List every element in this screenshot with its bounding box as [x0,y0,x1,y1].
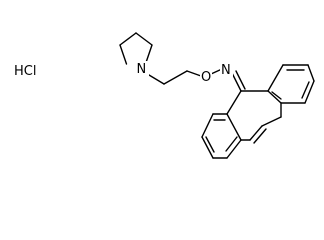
structure-diagram: N O N HCl [14,32,315,159]
bond [304,80,315,104]
bond [205,136,215,153]
bond [253,128,267,144]
bond [226,139,242,159]
bond [267,90,282,104]
atom-label-n-pyrrolidine: N [137,62,147,77]
bond [271,91,282,100]
bond [225,136,238,152]
bond [186,70,202,77]
molecule-drawing: N O N HCl [14,32,315,159]
bond [119,44,128,65]
bond [119,32,137,46]
bond [226,113,242,141]
bond [301,81,310,99]
upper-benzene-ring [240,64,315,104]
atom-labels: N O N [136,61,233,85]
atom-label-o: O [201,70,211,85]
bond [135,32,153,46]
bond [201,136,214,159]
pyrrolidine-ring [119,32,153,65]
bond [235,70,246,90]
bond [226,90,242,115]
bond [249,125,263,141]
salt-label: HCl [14,64,36,79]
bond [307,64,315,82]
bond [267,64,284,92]
bond [231,72,242,92]
atom-label-n-imine: N [221,63,231,78]
bond [261,116,282,127]
bond [144,44,153,65]
bond [163,70,188,85]
bond [201,113,214,138]
central-ring [226,90,282,144]
lower-benzene-ring [201,113,242,159]
